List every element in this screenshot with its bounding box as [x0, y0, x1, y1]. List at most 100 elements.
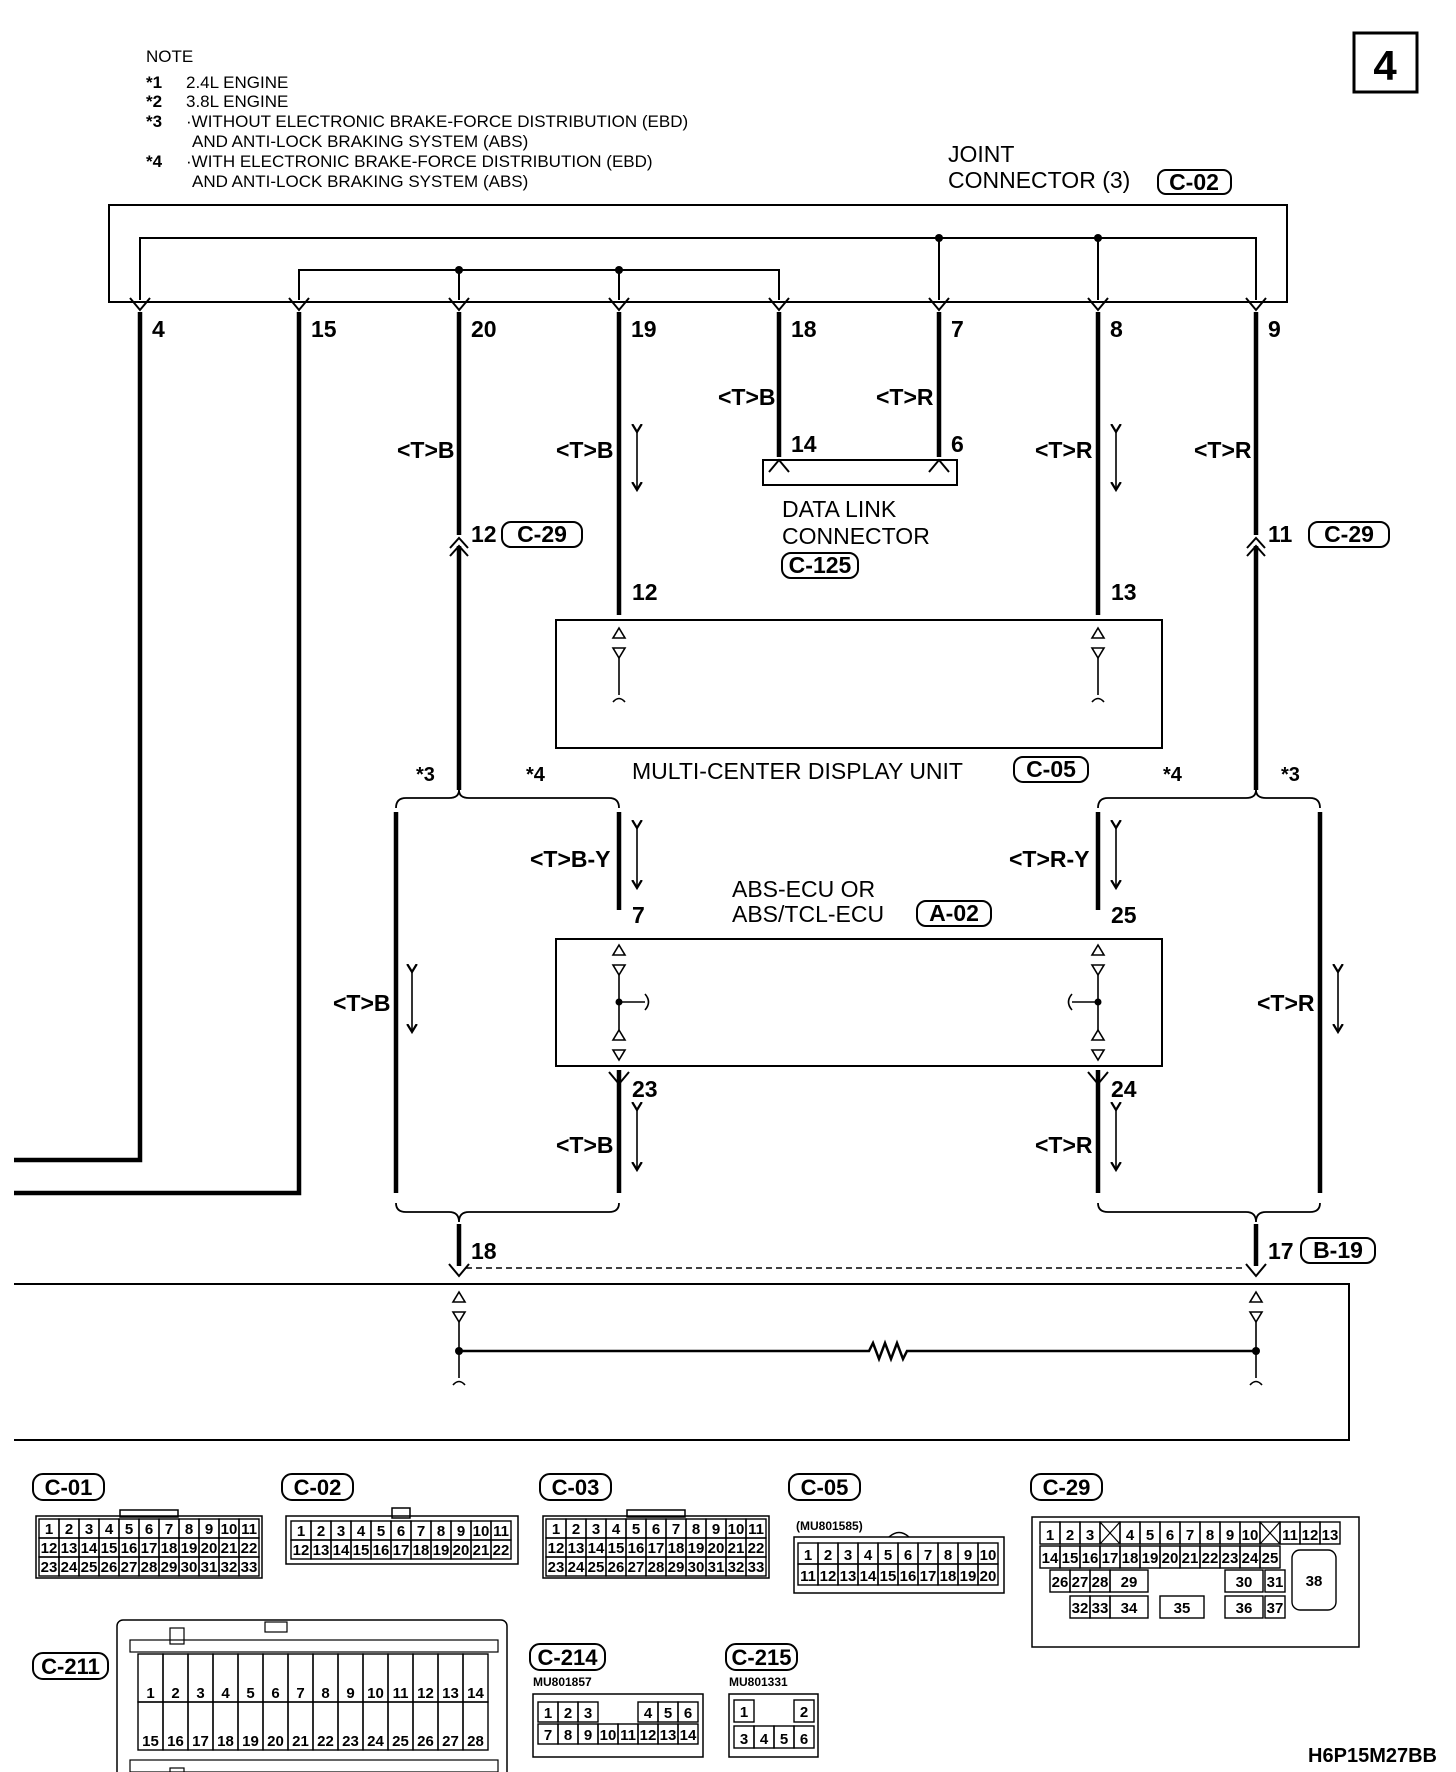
c29-pin: 12	[1299, 1521, 1321, 1545]
abs-label-2: ABS/TCL-ECU	[732, 901, 884, 927]
c29-pin: 2	[1059, 1521, 1081, 1545]
c211-pin: 6	[262, 1653, 289, 1703]
c01-pin: 9	[198, 1518, 220, 1539]
c05-pin: 11	[797, 1563, 819, 1586]
svg-text:3: 3	[196, 1685, 204, 1702]
svg-text:4: 4	[864, 1547, 873, 1564]
c215-pin: 5	[773, 1725, 795, 1749]
c02-pin: 1	[290, 1520, 312, 1541]
c29-pin: 27	[1069, 1569, 1091, 1593]
svg-text:27: 27	[442, 1733, 459, 1750]
c214-pin: 13	[657, 1723, 679, 1745]
svg-text:17: 17	[192, 1733, 209, 1750]
c05-pin: 1	[797, 1542, 819, 1565]
abs-pin-25: 25	[1111, 902, 1137, 928]
c211-pin: 17	[187, 1701, 214, 1751]
svg-text:23: 23	[41, 1559, 58, 1576]
joint-connector-label-1: JOINT	[948, 141, 1014, 167]
svg-text:10: 10	[221, 1521, 238, 1538]
c215-pin: 3	[733, 1725, 755, 1749]
svg-text:7: 7	[1186, 1527, 1194, 1544]
svg-text:3: 3	[844, 1547, 852, 1564]
svg-text:17: 17	[920, 1568, 937, 1585]
c02-pin: 11	[490, 1520, 512, 1541]
c29-pin: 14	[1039, 1545, 1061, 1569]
c01-pin: 19	[178, 1537, 200, 1558]
svg-text:16: 16	[373, 1542, 390, 1559]
signal-arrows	[412, 432, 1338, 1170]
svg-text:17: 17	[141, 1540, 158, 1557]
svg-text:22: 22	[748, 1540, 765, 1557]
c211-pin: 12	[412, 1653, 439, 1703]
wire-color-tb-4: <T>B	[333, 990, 391, 1016]
svg-text:30: 30	[688, 1559, 705, 1576]
joint-pin-4: 4	[152, 316, 165, 342]
svg-text:8: 8	[944, 1547, 952, 1564]
c211-pin: 28	[462, 1701, 489, 1751]
c211-pin: 26	[412, 1701, 439, 1751]
svg-text:14: 14	[81, 1540, 98, 1557]
c03-pin: 20	[705, 1537, 727, 1558]
c01-pin: 16	[118, 1537, 140, 1558]
svg-text:37: 37	[1267, 1600, 1284, 1617]
c03-pin: 27	[625, 1556, 647, 1577]
c211-pin: 13	[437, 1653, 464, 1703]
svg-text:13: 13	[660, 1727, 677, 1744]
svg-text:2: 2	[65, 1521, 73, 1538]
note-mark-4: *4	[146, 152, 163, 171]
wire-color-tb-5: <T>B	[556, 1132, 614, 1158]
svg-text:6: 6	[652, 1521, 660, 1538]
svg-text:26: 26	[1052, 1574, 1069, 1591]
svg-text:9: 9	[712, 1521, 720, 1538]
c214-pin: 12	[637, 1723, 659, 1745]
c05-pin: 17	[917, 1563, 939, 1586]
b19-pin-18: 18	[471, 1238, 497, 1264]
wire-color-tr-2: <T>R	[1035, 437, 1093, 463]
b19-pin-17: 17	[1268, 1238, 1294, 1264]
wire-color-tb-3: <T>B	[556, 437, 614, 463]
c215-pin: 6	[793, 1725, 815, 1749]
c215-code: C-215	[732, 1645, 792, 1670]
svg-text:3: 3	[740, 1731, 748, 1748]
c01-pin: 5	[118, 1518, 140, 1539]
svg-text:15: 15	[101, 1540, 118, 1557]
svg-text:8: 8	[185, 1521, 193, 1538]
c214-pin: 4	[637, 1701, 659, 1723]
svg-text:17: 17	[393, 1542, 410, 1559]
c03-pin: 25	[585, 1556, 607, 1577]
c03-pin: 5	[625, 1518, 647, 1539]
c03-pin: 9	[705, 1518, 727, 1539]
svg-text:31: 31	[1267, 1574, 1284, 1591]
svg-text:22: 22	[1202, 1550, 1219, 1567]
svg-text:5: 5	[377, 1523, 385, 1540]
c03-pin: 18	[665, 1537, 687, 1558]
note-mark-3: *3	[146, 112, 162, 131]
c211-pin: 25	[387, 1701, 414, 1751]
svg-text:14: 14	[1042, 1550, 1059, 1567]
svg-text:22: 22	[493, 1542, 510, 1559]
dlc-code: C-125	[789, 552, 852, 578]
c29-pin: 18	[1119, 1545, 1141, 1569]
mark-4-left: *4	[526, 764, 546, 786]
svg-text:19: 19	[960, 1568, 977, 1585]
c02-pin: 13	[310, 1539, 332, 1560]
svg-text:5: 5	[1146, 1527, 1154, 1544]
c214-pin: 5	[657, 1701, 679, 1723]
wire-color-tr-1: <T>R	[876, 384, 934, 410]
svg-text:7: 7	[417, 1523, 425, 1540]
c29-code-left: C-29	[517, 521, 567, 547]
svg-text:19: 19	[688, 1540, 705, 1557]
c03-pin: 32	[725, 1556, 747, 1577]
svg-text:18: 18	[161, 1540, 178, 1557]
c03-pin: 6	[645, 1518, 667, 1539]
c05-pin: 5	[877, 1542, 899, 1565]
c214-pin: 7	[537, 1723, 559, 1745]
c29-pin: 35	[1159, 1595, 1205, 1619]
c03-pin: 10	[725, 1518, 747, 1539]
wire-color-tb-2: <T>B	[397, 437, 455, 463]
c02-code: C-02	[294, 1475, 342, 1500]
joint-connector-code: C-02	[1169, 169, 1219, 195]
c29-pin	[1099, 1521, 1121, 1545]
c211-pin: 22	[312, 1701, 339, 1751]
